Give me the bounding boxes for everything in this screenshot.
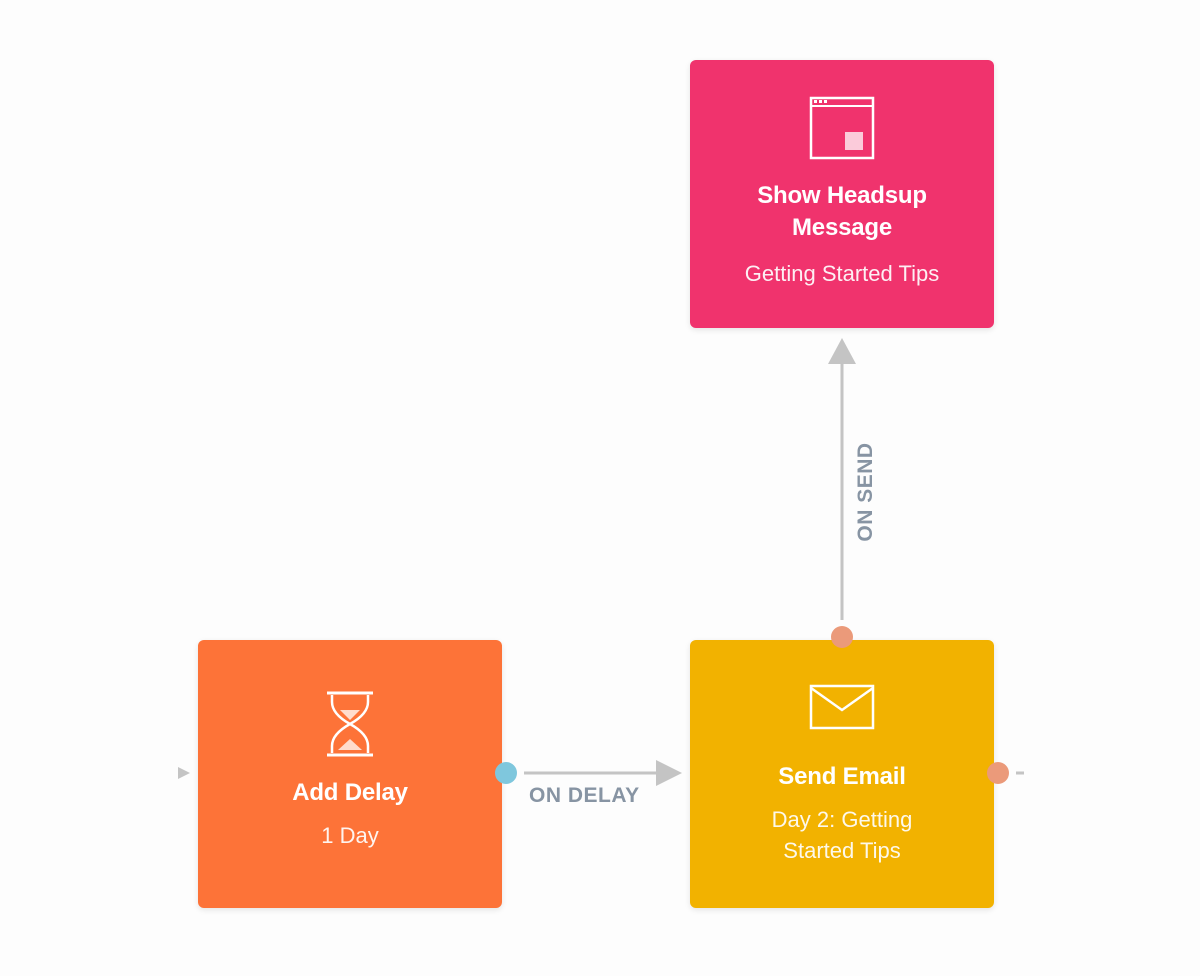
node-show-headsup-message[interactable]: Show Headsup Message Getting Started Tip… — [690, 60, 994, 328]
node-title: Add Delay — [292, 779, 408, 806]
edge-label-on-delay: ON DELAY — [529, 784, 640, 807]
edge-label-on-send: ON SEND — [854, 442, 877, 542]
node-title: Show Headsup Message — [757, 182, 927, 241]
edge-on-delay-arrow-head — [656, 760, 682, 786]
edge-on-send-arrow-head — [828, 338, 856, 364]
hourglass-icon — [327, 691, 373, 757]
envelope-icon — [809, 684, 875, 730]
node-add-delay[interactable]: Add Delay 1 Day — [198, 640, 502, 908]
incoming-arrow-head — [178, 767, 190, 779]
port-delay-output[interactable] — [495, 762, 517, 784]
node-subtitle: 1 Day — [321, 823, 379, 848]
port-email-top[interactable] — [831, 626, 853, 648]
node-subtitle: Day 2: Getting Started Tips — [771, 807, 913, 863]
node-send-email[interactable]: Send Email Day 2: Getting Started Tips — [690, 640, 994, 908]
node-subtitle: Getting Started Tips — [744, 261, 940, 286]
browser-window-icon — [809, 96, 875, 160]
node-title: Send Email — [778, 763, 906, 790]
port-email-output[interactable] — [987, 762, 1009, 784]
